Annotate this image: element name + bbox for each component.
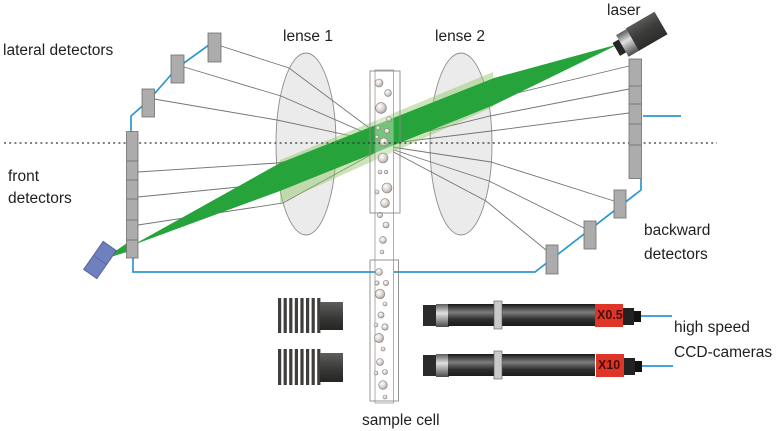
backward-detector-array	[545, 58, 642, 275]
sample-cell-label: sample cell	[362, 412, 440, 429]
laser-device	[612, 11, 668, 57]
lateral-detectors-label: lateral detectors	[3, 42, 114, 59]
illumination-lamp-2	[278, 349, 343, 385]
cell-measuring-zone-upper	[369, 70, 401, 214]
laser-tip	[612, 38, 627, 56]
ccd-camera-2	[423, 350, 642, 380]
lateral-detector-array	[141, 32, 222, 118]
beam-dump	[82, 240, 118, 280]
detector-circuit-line	[132, 179, 642, 273]
backward-detector	[583, 220, 597, 250]
backward-detector	[545, 244, 559, 275]
front-detector-array	[126, 131, 139, 259]
lateral-detector	[207, 32, 222, 63]
camera1-magnification-tag: X0.5	[595, 304, 623, 327]
sample-cell	[369, 69, 401, 404]
backward-detector	[613, 189, 627, 219]
cell-measuring-zone-lower	[369, 259, 399, 402]
scattered-ray	[153, 98, 385, 144]
backward-detectors-label: backward detectors	[644, 222, 711, 263]
scattered-ray	[220, 45, 385, 140]
bubbles	[373, 78, 393, 400]
scattered-ray	[384, 145, 615, 202]
scattered-ray	[384, 112, 630, 145]
ccd-camera-1	[423, 300, 641, 330]
lateral-detector	[141, 88, 155, 118]
cell-channel	[374, 69, 394, 404]
front-detectors-label: front detectors	[8, 168, 72, 207]
scattered-ray	[385, 147, 547, 251]
laser-body	[625, 11, 668, 51]
scattered-ray	[384, 146, 585, 229]
camera2-magnification-tag: X10	[596, 354, 624, 377]
laser-front-ring	[616, 28, 640, 57]
lens-1-label: lense 1	[283, 28, 333, 45]
lens-2-label: lense 2	[435, 28, 485, 45]
scattered-ray	[183, 66, 385, 142]
lateral-detector	[170, 54, 185, 84]
laser-label: laser	[607, 2, 641, 19]
illumination-lamp-1	[278, 298, 343, 333]
ccd-cameras-label: high speed CCD-cameras	[674, 319, 773, 361]
